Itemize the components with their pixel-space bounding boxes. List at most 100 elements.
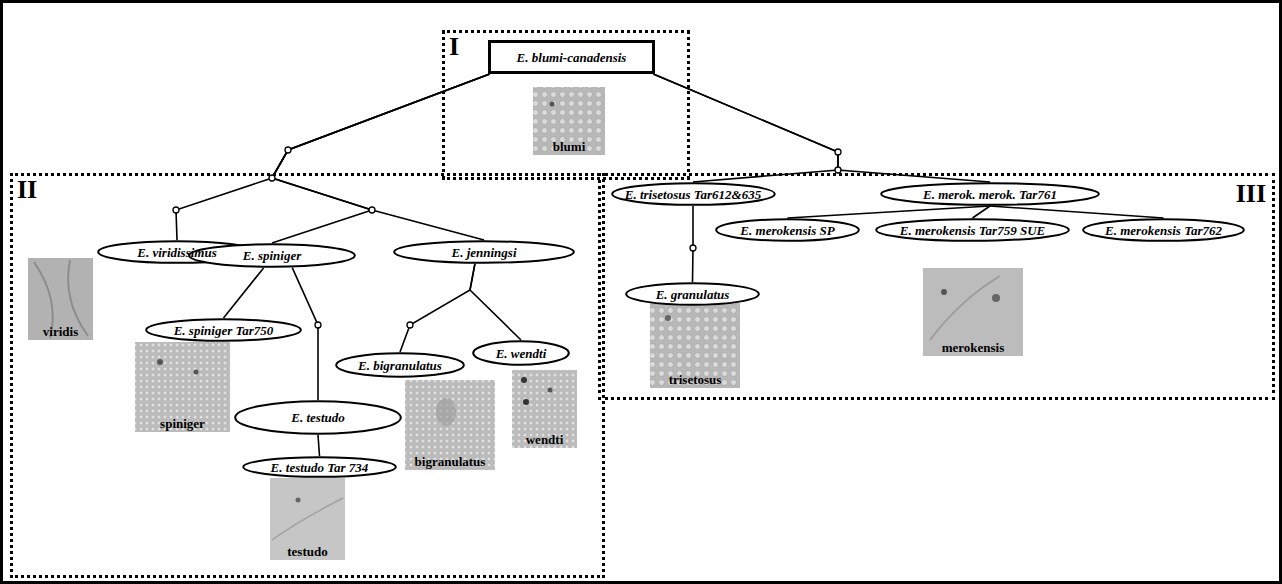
oval-shape	[473, 341, 569, 365]
taxon-name: E. trisetosus Tar612&635	[625, 187, 761, 202]
tree-branch	[224, 268, 264, 318]
spot	[941, 289, 947, 295]
micrograph	[533, 87, 605, 155]
oval-shape	[626, 283, 759, 305]
taxon-name: E. spiniger	[243, 248, 302, 263]
taxon-name: E. merokensis SP	[740, 223, 834, 238]
junction-dot	[285, 147, 291, 153]
spot	[436, 398, 456, 426]
taxon-name: E. wendti	[496, 346, 547, 361]
junction-dot	[173, 207, 179, 213]
taxon-name: E. granulatus	[656, 287, 730, 302]
junction-dot	[835, 149, 841, 155]
spot	[194, 370, 199, 375]
tree-branch	[653, 74, 838, 182]
taxon-oval: E. merokensis Tar759 SUE	[875, 218, 1070, 242]
taxon-name: E. merok. merok. Tar761	[923, 187, 1057, 202]
oval-shape	[876, 219, 1069, 241]
photo-caption: trisetosus	[669, 372, 722, 388]
taxon-oval: E. wendti	[472, 340, 570, 366]
taxon-oval: E. merokensis SP	[715, 218, 860, 242]
oval-shape	[146, 319, 301, 341]
region-numeral: III	[1236, 180, 1266, 208]
junction-dot	[407, 322, 413, 328]
spot	[521, 377, 527, 383]
taxon-name: E. spiniger Tar750	[174, 323, 274, 338]
taxon-name: E. merokensis Tar762	[1105, 223, 1222, 238]
micrograph	[135, 342, 230, 432]
spot	[550, 102, 555, 107]
photo-caption-area: trisetosus	[650, 303, 740, 388]
tree-branch	[990, 206, 1164, 218]
taxon-oval: E. jenningsi	[393, 240, 575, 264]
micrograph	[923, 268, 1023, 356]
oval-shape	[235, 401, 401, 434]
clade-region: III E. trisetosus Tar612&635 E. merok. mer…	[598, 173, 1275, 400]
junction-dot	[315, 322, 321, 328]
photo-caption: merokensis	[942, 340, 1005, 356]
taxon-oval: E. testudo Tar 734	[242, 456, 397, 478]
oval-shape	[189, 244, 355, 267]
oval-shape	[243, 457, 396, 477]
clade-region: I E. blumi-canadensis	[442, 30, 690, 180]
photo-caption: spiniger	[160, 416, 205, 432]
photo-caption-area: spiniger	[135, 342, 230, 432]
oval-shape	[336, 353, 464, 377]
spot	[665, 315, 671, 321]
taxon-oval: E. merokensis Tar762	[1082, 218, 1245, 242]
photo-caption-area: testudo	[270, 478, 345, 560]
tree-branch	[470, 264, 521, 340]
micrograph	[650, 303, 740, 388]
photo-caption: bigranulatus	[415, 454, 486, 470]
tree-branch	[400, 264, 475, 352]
tree-branch	[973, 206, 991, 218]
oval-shape	[612, 183, 775, 205]
micrograph	[405, 380, 495, 470]
micrograph	[270, 478, 345, 560]
taxon-oval: E. granulatus	[625, 282, 760, 306]
taxon-oval: E. bigranulatus	[335, 352, 465, 378]
taxon-name: E. merokensis Tar759 SUE	[900, 223, 1045, 238]
micrograph-fold	[930, 276, 1000, 340]
oval-shape	[716, 219, 859, 241]
taxon-name: E. testudo Tar 734	[271, 460, 369, 475]
spot	[548, 388, 553, 393]
photo-caption: blumi	[553, 139, 586, 155]
taxon-name: E. viridissimus	[137, 245, 216, 260]
junction-dot	[369, 207, 375, 213]
photo-caption-area: viridis	[28, 258, 93, 340]
root-taxon-box: E. blumi-canadensis	[488, 40, 655, 74]
tree-branch	[692, 206, 694, 282]
region-numeral: I	[449, 33, 459, 61]
tree-branch	[272, 74, 490, 240]
oval-shape	[1083, 219, 1244, 241]
photo-caption-area: wendti	[512, 370, 577, 448]
junction-dot	[690, 245, 696, 251]
tree-branch	[272, 74, 490, 243]
spot	[157, 359, 163, 365]
clade-region: IIE. viridissimusE. spinigerE. jenningsi…	[10, 173, 605, 578]
tree-branch	[653, 74, 990, 182]
photo-caption-area: merokensis	[923, 268, 1023, 356]
micrograph-fold	[272, 498, 343, 540]
micrograph	[512, 370, 577, 448]
taxon-oval: E. trisetosus Tar612&635	[611, 182, 776, 206]
photo-caption: testudo	[287, 544, 327, 560]
taxon-oval: E. testudo	[234, 400, 402, 435]
oval-shape	[394, 241, 574, 263]
taxon-name: E. bigranulatus	[358, 358, 442, 373]
tree-branch	[788, 206, 991, 218]
taxon-name: E. blumi-canadensis	[517, 50, 627, 65]
taxon-name: E. jenningsi	[451, 245, 516, 260]
photo-caption: wendti	[526, 432, 564, 448]
spot	[523, 399, 529, 405]
tree-branch	[318, 435, 320, 456]
spot	[296, 498, 301, 503]
photo-caption-area: bigranulatus	[405, 380, 495, 470]
taxon-oval: E. merok. merok. Tar761	[880, 182, 1100, 206]
oval-shape	[881, 183, 1099, 205]
photo-caption: viridis	[43, 324, 78, 340]
photo-caption-area: blumi	[533, 87, 605, 155]
